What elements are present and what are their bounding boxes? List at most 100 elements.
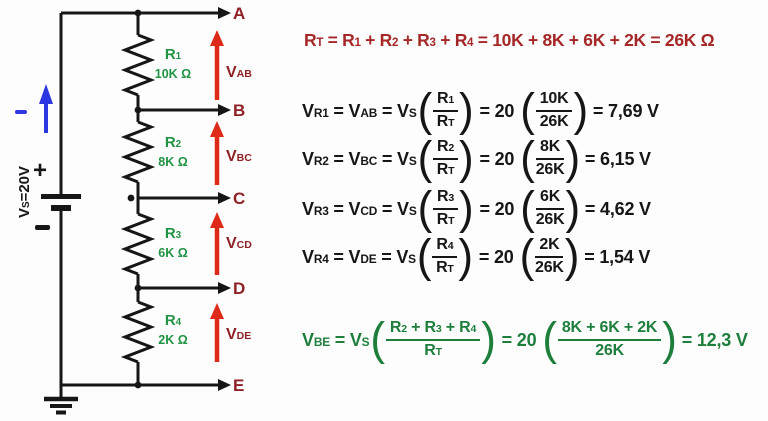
junction-dot-c xyxy=(127,194,135,202)
ground-symbol xyxy=(44,385,78,415)
eq-vr1-symbol-fraction: R1 RT xyxy=(433,90,459,132)
open-paren: ( xyxy=(520,132,535,185)
open-paren: ( xyxy=(417,84,433,137)
node-e-arrowhead xyxy=(218,379,231,391)
node-d-arrowhead xyxy=(218,282,231,294)
node-label-b: B xyxy=(233,101,246,120)
eq-vr4-value-fraction: 2K 26K xyxy=(535,236,564,276)
close-paren: ) xyxy=(565,132,580,185)
open-paren: ( xyxy=(519,230,535,283)
eq-vr1-result: = 7,69 V xyxy=(592,100,659,121)
junction-dot-b xyxy=(134,106,142,114)
equation-vr2: VR2 = VBC = VS ( R2 RT ) = 20 ( 8K 26K )… xyxy=(302,132,651,185)
node-c-arrowhead xyxy=(218,192,231,204)
eq-vr4-mid: = 20 xyxy=(478,246,514,267)
close-paren: ) xyxy=(459,132,474,185)
eq-vr2-lhs: VR2 = VBC = VS xyxy=(302,148,417,169)
source-voltage-label: VS=20V xyxy=(16,165,33,219)
eq-vbe-result: = 12,3 V xyxy=(681,329,748,350)
node-b-tap xyxy=(138,104,231,116)
resistor-r3-name: R3 xyxy=(164,225,182,242)
node-a-arrowhead xyxy=(218,7,231,19)
eq-vr4-symbol-fraction: R4 RT xyxy=(432,236,458,278)
eq-vbe-lhs: VBE = VS xyxy=(302,329,370,350)
eq-vr1-value-fraction: 10K 26K xyxy=(535,90,573,132)
close-paren: ) xyxy=(481,313,496,366)
eq-vr1-mid: = 20 xyxy=(479,100,515,121)
junction-dot-d xyxy=(134,284,142,292)
node-label-c: C xyxy=(233,189,246,208)
resistor-r4-zigzag xyxy=(120,300,156,364)
equation-vr3: VR3 = VCD = VS ( R3 RT ) = 20 ( 6K 26K )… xyxy=(302,182,651,235)
eq-vbe-symbol-fraction: R2 + R3 + R4 RT xyxy=(385,319,481,361)
close-paren: ) xyxy=(564,230,580,283)
resistor-r3-zigzag xyxy=(120,212,156,276)
equation-vr4: VR4 = VDE = VS ( R4 RT ) = 20 ( 2K 26K )… xyxy=(302,230,651,283)
eq-vr2-result: = 6,15 V xyxy=(584,148,651,169)
node-c-tap xyxy=(138,192,231,204)
close-paren: ) xyxy=(573,84,588,137)
resistor-r1-zigzag xyxy=(120,33,156,97)
close-paren: ) xyxy=(459,182,474,235)
node-a-tap xyxy=(61,7,231,19)
node-label-e: E xyxy=(233,376,245,395)
eq-vr2-mid: = 20 xyxy=(479,148,515,169)
eq-vr1-lhs: VR1 = VAB = VS xyxy=(302,100,417,121)
voltage-label-vde: VDE xyxy=(226,326,252,343)
resistor-r2-zigzag xyxy=(120,120,156,184)
open-paren: ( xyxy=(370,313,385,366)
node-b-arrowhead xyxy=(218,104,231,116)
node-label-a: A xyxy=(233,4,246,23)
node-e-tap xyxy=(61,379,231,391)
resistor-r2-value: 8K Ω xyxy=(158,155,188,169)
circuit-diagram xyxy=(39,7,231,415)
node-d-tap xyxy=(138,282,231,294)
close-paren: ) xyxy=(459,84,474,137)
voltage-label-vbc: VBC xyxy=(226,148,252,165)
eq-vr3-result: = 4,62 V xyxy=(584,198,651,219)
voltage-arrow-vbc xyxy=(210,121,224,185)
resistor-r1-value: 10K Ω xyxy=(154,67,192,81)
eq-vr3-lhs: VR3 = VCD = VS xyxy=(302,198,417,219)
open-paren: ( xyxy=(520,84,535,137)
equation-total-resistance: RT = R1 + R2 + R3 + R4 = 10K + 8K + 6K +… xyxy=(304,30,715,50)
eq-vr3-symbol-fraction: R3 RT xyxy=(433,188,459,230)
eq-vr2-value-fraction: 8K 26K xyxy=(535,138,565,178)
open-paren: ( xyxy=(520,182,535,235)
current-minus-sign xyxy=(15,110,27,114)
voltage-arrow-vcd xyxy=(210,212,224,275)
current-arrow xyxy=(39,84,53,133)
resistor-r3-value: 6K Ω xyxy=(158,246,188,260)
equation-vr1: VR1 = VAB = VS ( R1 RT ) = 20 ( 10K 26K … xyxy=(302,84,659,137)
close-paren: ) xyxy=(458,230,473,283)
eq-vbe-mid: = 20 xyxy=(501,329,537,350)
open-paren: ( xyxy=(417,182,433,235)
resistor-r2-name: R2 xyxy=(164,134,182,151)
eq-vbe-value-fraction: 8K + 6K + 2K 26K xyxy=(557,319,662,361)
battery-negative-plate xyxy=(51,205,71,211)
voltage-arrow-vab xyxy=(210,30,224,100)
resistor-r4-value: 2K Ω xyxy=(158,333,188,347)
resistor-r4-name: R4 xyxy=(164,312,182,329)
resistor-r1-name: R1 xyxy=(164,46,182,63)
battery-positive-plate xyxy=(41,194,81,199)
open-paren: ( xyxy=(542,313,557,366)
junction-dot-a xyxy=(134,9,142,17)
eq-vr3-mid: = 20 xyxy=(479,198,515,219)
voltage-arrow-vde xyxy=(210,303,224,362)
eq-vr4-result: = 1,54 V xyxy=(584,246,651,267)
open-paren: ( xyxy=(417,132,433,185)
eq-vr3-value-fraction: 6K 26K xyxy=(535,188,565,228)
close-paren: ) xyxy=(565,182,580,235)
battery-minus-sign xyxy=(35,225,50,230)
eq-vr4-lhs: VR4 = VDE = VS xyxy=(302,246,416,267)
voltage-label-vab: VAB xyxy=(226,64,252,81)
open-paren: ( xyxy=(416,230,432,283)
node-label-d: D xyxy=(233,279,246,298)
eq-vr2-symbol-fraction: R2 RT xyxy=(433,138,459,180)
equation-vbe: VBE = VS ( R2 + R3 + R4 RT ) = 20 ( 8K +… xyxy=(302,313,748,366)
close-paren: ) xyxy=(662,313,677,366)
battery-plus-sign: + xyxy=(33,157,48,184)
voltage-label-vcd: VCD xyxy=(226,235,252,252)
